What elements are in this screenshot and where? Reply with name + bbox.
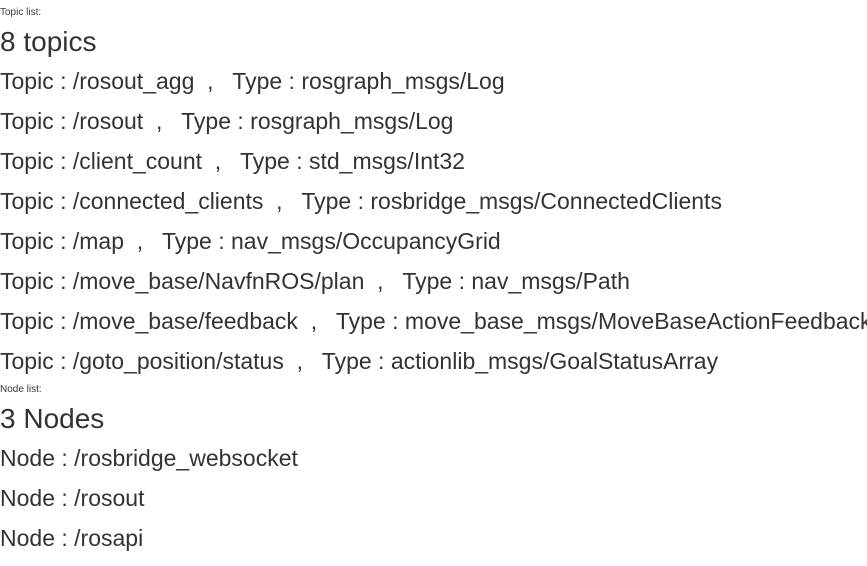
node-count-heading: 3 Nodes (0, 403, 105, 434)
topic-label: Topic : (0, 108, 67, 134)
topic-label: Topic : (0, 228, 67, 254)
topic-label: Topic : (0, 188, 67, 214)
type-name: nav_msgs/OccupancyGrid (224, 228, 501, 254)
topic-type-separator: , (364, 268, 403, 294)
topic-label: Topic : (0, 348, 67, 374)
topic-name: /move_base/NavfnROS/plan (66, 268, 365, 294)
topic-row: Topic : /move_base/NavfnROS/plan , Type … (0, 261, 867, 301)
topic-name: /client_count (66, 148, 203, 174)
topic-label: Topic : (0, 308, 67, 334)
type-name: rosbridge_msgs/ConnectedClients (363, 188, 722, 214)
topic-name: /connected_clients (66, 188, 264, 214)
topic-label: Topic : (0, 68, 67, 94)
type-label: Type : (301, 188, 364, 214)
topic-name: /rosout (66, 108, 144, 134)
node-name: /rosout (67, 485, 145, 511)
topic-label: Topic : (0, 268, 67, 294)
topic-list: Topic : /rosout_agg , Type : rosgraph_ms… (0, 61, 867, 381)
topic-type-separator: , (124, 228, 162, 254)
topic-list-section: Topic list: 8 topics Topic : /rosout_agg… (0, 7, 867, 381)
topic-type-separator: , (143, 108, 182, 134)
topic-name: /map (66, 228, 125, 254)
type-label: Type : (232, 68, 295, 94)
type-label: Type : (321, 348, 385, 374)
topic-count-heading: 8 topics (0, 26, 97, 57)
type-label: Type : (161, 228, 225, 254)
topic-row: Topic : /map , Type : nav_msgs/Occupancy… (0, 221, 867, 261)
topic-type-separator: , (283, 348, 322, 374)
topic-row: Topic : /connected_clients , Type : rosb… (0, 181, 867, 221)
topic-label: Topic : (0, 148, 67, 174)
node-heading-wrap: 3 Nodes (0, 402, 867, 436)
topic-type-separator: , (297, 308, 336, 334)
node-list-section: Node list: 3 Nodes Node : /rosbridge_web… (0, 384, 867, 558)
topic-row: Topic : /rosout , Type : rosgraph_msgs/L… (0, 101, 867, 141)
topic-row: Topic : /goto_position/status , Type : a… (0, 341, 867, 381)
node-label: Node : (0, 525, 68, 551)
node-row: Node : /rosbridge_websocket (0, 438, 867, 478)
type-name: move_base_msgs/MoveBaseActionFeedback (398, 308, 867, 334)
node-name: /rosapi (67, 525, 144, 551)
topic-type-separator: , (202, 148, 240, 174)
type-name: nav_msgs/Path (464, 268, 630, 294)
node-label: Node : (0, 485, 68, 511)
node-name: /rosbridge_websocket (67, 445, 298, 471)
topic-name: /goto_position/status (66, 348, 284, 374)
type-label: Type : (181, 108, 244, 134)
node-row: Node : /rosout (0, 478, 867, 518)
type-label: Type : (335, 308, 399, 334)
type-name: actionlib_msgs/GoalStatusArray (384, 348, 719, 374)
topic-row: Topic : /move_base/feedback , Type : mov… (0, 301, 867, 341)
node-row: Node : /rosapi (0, 518, 867, 558)
topic-name: /move_base/feedback (66, 308, 298, 334)
topic-type-separator: , (194, 68, 233, 94)
node-list-caption: Node list: (0, 384, 42, 395)
type-label: Type : (402, 268, 465, 294)
node-label: Node : (0, 445, 68, 471)
topic-type-separator: , (263, 188, 302, 214)
topic-list-caption: Topic list: (0, 7, 42, 18)
topic-row: Topic : /client_count , Type : std_msgs/… (0, 141, 867, 181)
type-name: std_msgs/Int32 (302, 148, 465, 174)
type-label: Type : (239, 148, 303, 174)
topic-heading-wrap: 8 topics (0, 25, 867, 59)
type-name: rosgraph_msgs/Log (243, 108, 454, 134)
topic-row: Topic : /rosout_agg , Type : rosgraph_ms… (0, 61, 867, 101)
topic-name: /rosout_agg (66, 68, 195, 94)
type-name: rosgraph_msgs/Log (294, 68, 505, 94)
